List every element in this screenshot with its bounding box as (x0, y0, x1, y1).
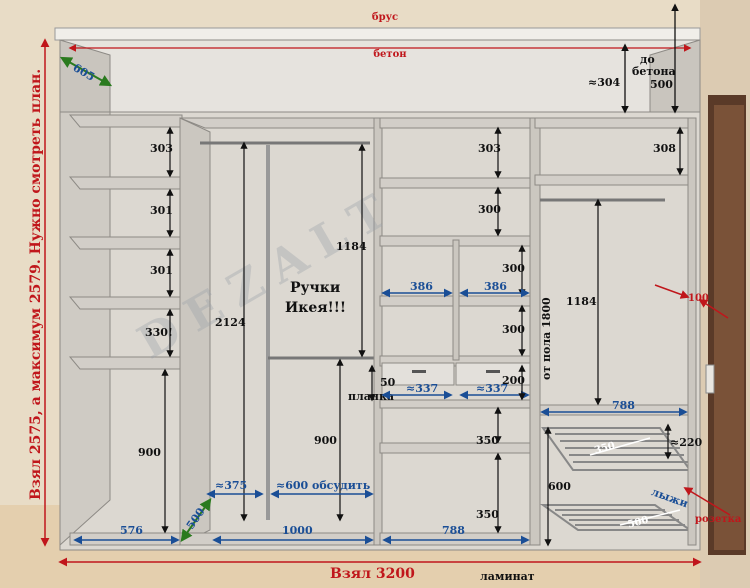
right-shelf-2 (534, 174, 689, 186)
label-l303: 303 (150, 142, 173, 155)
top-right-value: 500 (650, 78, 673, 91)
label-c350b: 350 (476, 508, 499, 521)
gap-label: ≈304 (588, 76, 621, 89)
label-c300a: 300 (478, 203, 501, 216)
right-side-panel (687, 117, 697, 546)
label-l330: 330! (145, 326, 173, 339)
label-m900: 900 (314, 434, 337, 447)
label-m2124: 2124 (215, 316, 246, 329)
label-c350a: 350 (476, 434, 499, 447)
label-l576: 576 (120, 524, 143, 537)
label-c50: 50 (380, 376, 396, 389)
middle-bottom (179, 532, 379, 546)
label-c200: 200 (502, 374, 525, 387)
label-c337a: ≈337 (406, 382, 438, 395)
door (714, 105, 744, 550)
label-m1000: 1000 (282, 524, 313, 537)
callout-line2: Икея!!! (285, 300, 346, 316)
label-c386b: 386 (484, 280, 507, 293)
label-m1184: 1184 (336, 240, 367, 253)
center-mini-divider (452, 239, 460, 361)
dim-r500 (619, 509, 681, 526)
label-c300c: 300 (502, 323, 525, 336)
label-r350: 350 (593, 440, 616, 456)
top-right-line1: до (640, 53, 655, 66)
socket-label: розетка (695, 514, 742, 525)
left-note: Взял 2575, а максимум 2579. Нужно смотре… (28, 69, 44, 500)
label-c300b: 300 (502, 262, 525, 275)
label-l301a: 301 (150, 204, 173, 217)
drawer-left (381, 362, 455, 386)
side-arrow-right (698, 299, 729, 319)
label-c337b: ≈337 (476, 382, 508, 395)
from-floor-label: от пола 1800 (540, 297, 553, 380)
beam-label: брус (372, 12, 398, 23)
soffit (59, 39, 701, 113)
label-r600: 600 (548, 480, 571, 493)
pull-out-rack-lower (539, 504, 694, 531)
label-m375: ≈375 (215, 479, 247, 492)
switch (705, 364, 715, 394)
label-r500: 500 (627, 515, 650, 531)
label-l900: 900 (138, 446, 161, 459)
side-label: 100 (688, 293, 709, 304)
label-c386a: 386 (410, 280, 433, 293)
floor-label: ламинат (480, 570, 535, 583)
drawer-handle-right (486, 370, 500, 373)
label-r1184: 1184 (566, 295, 597, 308)
label-pipe: ≈220 (670, 436, 703, 449)
dim-l500 (180, 498, 212, 542)
plank-label: планка (348, 390, 394, 403)
socket-arrow (683, 487, 731, 516)
label-r788: 788 (612, 399, 635, 412)
divider-2 (373, 117, 383, 546)
corner-dim (59, 56, 113, 87)
beam (54, 27, 701, 41)
label-c788: 788 (442, 524, 465, 537)
label-l301b: 301 (150, 264, 173, 277)
label-m600: ≈600 обсудить (276, 479, 371, 492)
top-right-line2: бетона (632, 65, 676, 78)
right-top-shelf (534, 117, 689, 129)
label-c303: 303 (478, 142, 501, 155)
concrete-label: бетон (373, 49, 406, 60)
side-arrow-left (654, 284, 690, 299)
callout-line1: Ручки (290, 280, 340, 296)
middle-top-shelf (179, 117, 379, 129)
label-r308: 308 (653, 142, 676, 155)
total-width-label: Взял 3200 (330, 566, 415, 582)
dim-r350 (589, 437, 651, 456)
left-side-panel (59, 111, 111, 547)
drawer-handle-left (412, 370, 426, 373)
